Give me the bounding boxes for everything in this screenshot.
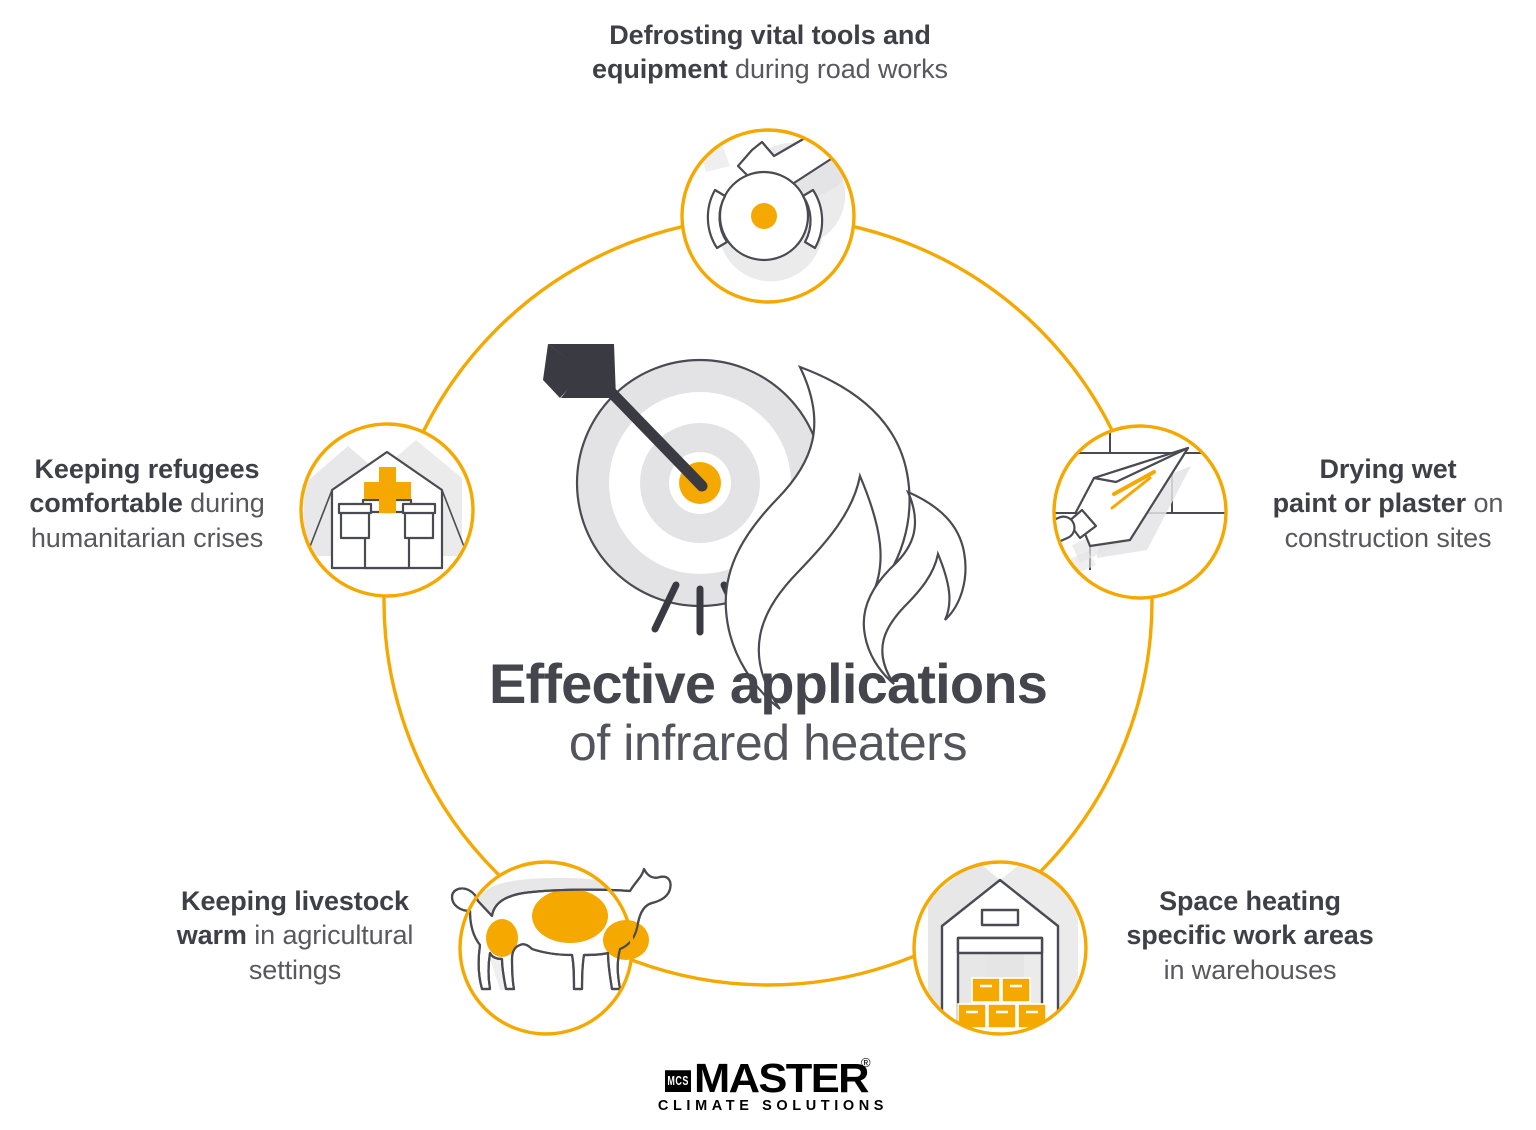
trowel-highlight-2 xyxy=(1110,476,1152,510)
node-ring-drying xyxy=(1052,424,1228,600)
flame-large xyxy=(724,365,911,710)
grinder-hub xyxy=(751,203,777,229)
node-defrosting xyxy=(682,130,854,302)
logo-tagline: CLIMATE SOLUTIONS xyxy=(657,1098,889,1114)
arrow-shaft xyxy=(602,383,708,492)
logo-wordmark-row: MCS MASTER ® xyxy=(665,1054,871,1101)
red-cross-icon xyxy=(364,467,411,513)
trowel-icon xyxy=(1054,446,1190,555)
medical-tent-icon xyxy=(330,450,444,570)
master-climate-solutions-logo: MCS MASTER ® CLIMATE SOLUTIONS xyxy=(0,1056,1536,1114)
master-wordmark: MASTER xyxy=(693,1054,870,1101)
node-drying xyxy=(1054,426,1226,598)
center-illustration-target-flame xyxy=(543,344,967,710)
trowel-highlight xyxy=(1112,470,1156,496)
registered-trademark-icon: ® xyxy=(861,1055,871,1070)
arrow-fletching-tail xyxy=(543,344,584,398)
cow-spots xyxy=(486,889,649,960)
mcs-badge: MCS xyxy=(665,1070,691,1092)
node-ring-defrosting xyxy=(680,128,856,304)
flame-small xyxy=(862,489,967,685)
node-ring-livestock xyxy=(458,860,634,1036)
node-ring-space-heating xyxy=(912,860,1088,1036)
node-space-heating xyxy=(914,862,1086,1034)
node-refugees xyxy=(301,424,473,596)
node-ring-refugees xyxy=(299,422,475,598)
